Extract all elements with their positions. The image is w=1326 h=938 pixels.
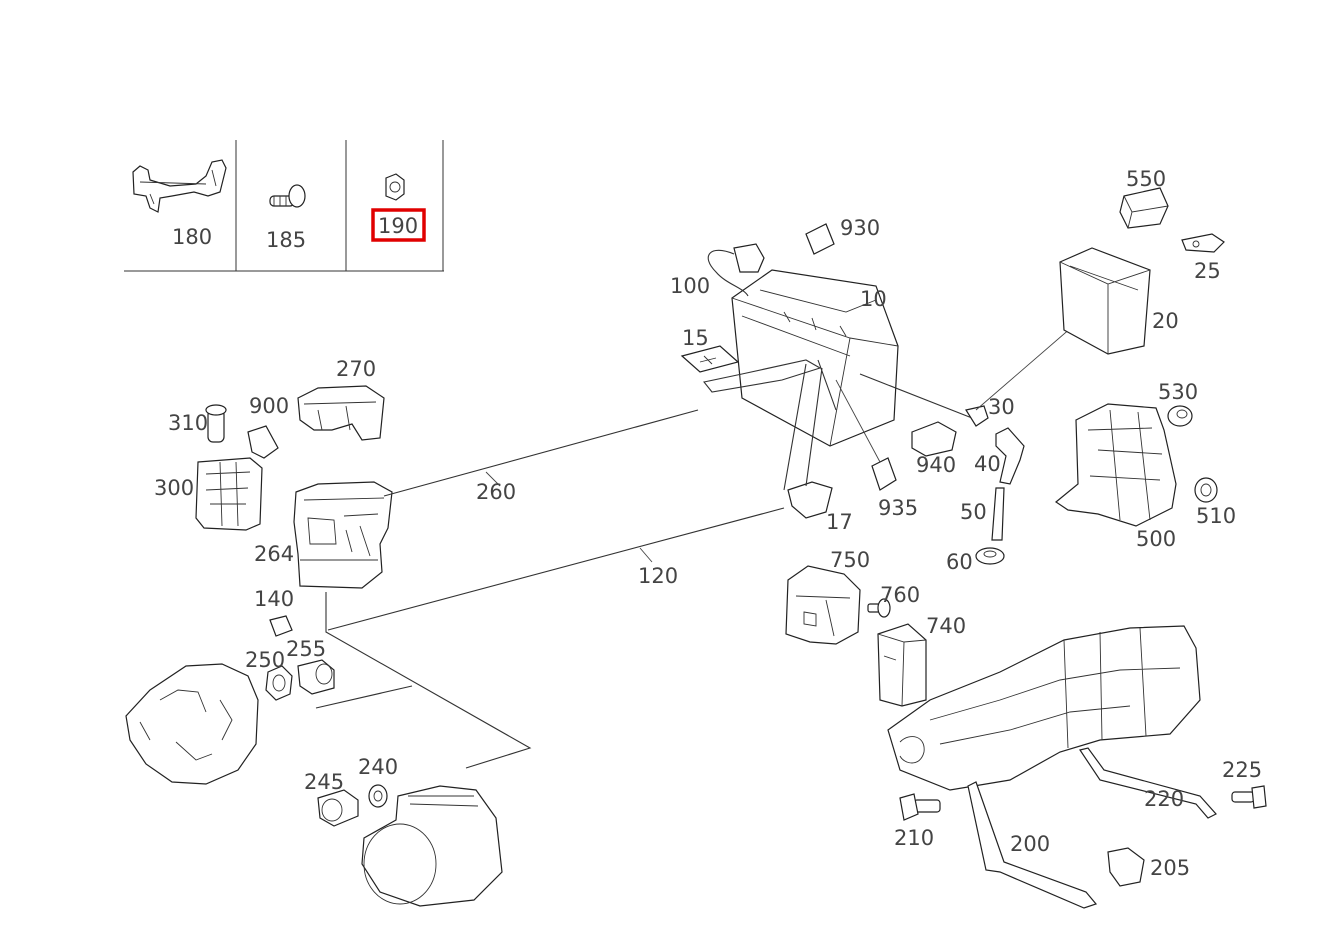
part-260-cable[interactable] (383, 409, 699, 497)
part-190-nut[interactable] (385, 173, 405, 201)
label-190[interactable]: 190 (378, 214, 418, 238)
part-760-screw[interactable] (867, 598, 891, 618)
label-740[interactable]: 740 (926, 614, 966, 638)
label-140[interactable]: 140 (254, 587, 294, 611)
inset-panel (124, 140, 444, 272)
label-20[interactable]: 20 (1152, 309, 1179, 333)
part-225-bolt[interactable] (1231, 785, 1267, 809)
label-264[interactable]: 264 (254, 542, 294, 566)
part-250-nut[interactable] (265, 665, 293, 701)
part-750-bracket[interactable] (785, 565, 861, 645)
label-935[interactable]: 935 (878, 496, 918, 520)
part-220-ground-cable[interactable] (1079, 747, 1217, 819)
part-530-grommet[interactable] (1167, 405, 1193, 427)
part-500-bracket[interactable] (1054, 403, 1177, 527)
label-180[interactable]: 180 (172, 225, 212, 249)
part-740-control-unit[interactable] (877, 623, 927, 707)
part-300-fuse-holder[interactable] (195, 457, 263, 531)
alternator-outline (125, 663, 259, 785)
part-245-cap[interactable] (317, 789, 359, 827)
part-20-aux-battery[interactable] (1059, 247, 1151, 355)
label-210[interactable]: 210 (894, 826, 934, 850)
part-number-labels: 180 185 190 550 25 20 530 510 500 930 10… (154, 167, 1262, 880)
part-940-bracket[interactable] (911, 421, 957, 457)
part-255-cap[interactable] (297, 659, 335, 695)
label-245[interactable]: 245 (304, 770, 344, 794)
label-200[interactable]: 200 (1010, 832, 1050, 856)
part-510-nut[interactable] (1194, 477, 1218, 503)
label-930[interactable]: 930 (840, 216, 880, 240)
part-50-hose[interactable] (991, 487, 1005, 541)
label-240[interactable]: 240 (358, 755, 398, 779)
label-10[interactable]: 10 (860, 287, 887, 311)
part-17-clamp[interactable] (783, 359, 973, 519)
part-264-distribution-block[interactable] (293, 481, 393, 589)
part-270-cover[interactable] (297, 385, 385, 441)
part-210-bolt[interactable] (899, 793, 941, 821)
label-17[interactable]: 17 (826, 510, 853, 534)
label-40[interactable]: 40 (974, 452, 1001, 476)
label-25[interactable]: 25 (1194, 259, 1221, 283)
part-935-cap[interactable] (835, 379, 897, 491)
part-180-bracket[interactable] (132, 159, 227, 213)
label-185[interactable]: 185 (266, 228, 306, 252)
label-550[interactable]: 550 (1126, 167, 1166, 191)
label-50[interactable]: 50 (960, 500, 987, 524)
part-550-relay[interactable] (1119, 187, 1169, 229)
label-270[interactable]: 270 (336, 357, 376, 381)
part-100-sensor[interactable] (707, 243, 765, 297)
part-240-nut[interactable] (368, 784, 388, 808)
engine-transmission-outline (887, 625, 1201, 791)
label-255[interactable]: 255 (286, 637, 326, 661)
part-60-grommet[interactable] (975, 547, 1005, 565)
part-205-clip[interactable] (1107, 847, 1145, 887)
label-940[interactable]: 940 (916, 453, 956, 477)
part-200-ground-strap[interactable] (967, 781, 1098, 909)
label-500[interactable]: 500 (1136, 527, 1176, 551)
part-15-pad[interactable] (680, 345, 822, 393)
label-530[interactable]: 530 (1158, 380, 1198, 404)
label-510[interactable]: 510 (1196, 504, 1236, 528)
label-120[interactable]: 120 (638, 564, 678, 588)
starter-outline (361, 785, 503, 907)
label-225[interactable]: 225 (1222, 758, 1262, 782)
label-750[interactable]: 750 (830, 548, 870, 572)
label-100[interactable]: 100 (670, 274, 710, 298)
part-310-plug[interactable] (205, 404, 227, 443)
part-120-cable[interactable] (315, 507, 785, 769)
label-300[interactable]: 300 (154, 476, 194, 500)
label-220[interactable]: 220 (1144, 787, 1184, 811)
label-205[interactable]: 205 (1150, 856, 1190, 880)
label-30[interactable]: 30 (988, 395, 1015, 419)
part-10-battery[interactable] (731, 269, 899, 447)
part-185-bolt[interactable] (269, 184, 306, 208)
label-760[interactable]: 760 (880, 583, 920, 607)
selected-part-highlight (371, 208, 426, 242)
label-260[interactable]: 260 (476, 480, 516, 504)
label-900[interactable]: 900 (249, 394, 289, 418)
part-930-cap[interactable] (805, 223, 835, 255)
part-900-cap[interactable] (247, 425, 279, 459)
label-250[interactable]: 250 (245, 648, 285, 672)
label-60[interactable]: 60 (946, 550, 973, 574)
part-140-clip[interactable] (269, 615, 293, 637)
label-310[interactable]: 310 (168, 411, 208, 435)
label-15[interactable]: 15 (682, 326, 709, 350)
part-40-vent-elbow[interactable] (995, 427, 1025, 485)
part-25-terminal[interactable] (1181, 233, 1225, 253)
